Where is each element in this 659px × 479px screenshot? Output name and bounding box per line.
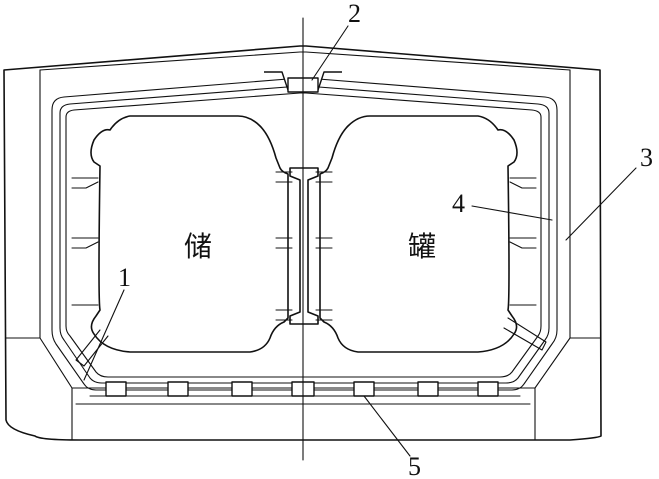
port-lower-support: [75, 329, 109, 367]
label-5: 5: [408, 452, 421, 479]
tank-label-left: 储: [184, 230, 212, 263]
port-bilge: [39, 337, 73, 389]
starboard-bilge: [534, 337, 571, 389]
right-tank-rings: [315, 171, 537, 321]
tank-label-right: 罐: [408, 230, 436, 263]
insulation-inner: [59, 85, 550, 384]
leader-4: [471, 205, 553, 221]
label-2: 2: [348, 0, 361, 28]
starboard-lower-support: [503, 317, 547, 351]
left-tank: [90, 115, 289, 353]
bottom-supports: [89, 381, 521, 397]
insulation-liner: [65, 92, 542, 378]
insulation-outer: [51, 77, 558, 391]
right-tank: [319, 115, 518, 353]
leader-3: [565, 167, 637, 241]
label-1: 1: [118, 263, 131, 292]
leader-2: [311, 25, 349, 81]
leader-1: [83, 289, 125, 381]
label-4: 4: [452, 189, 465, 218]
label-3: 3: [640, 143, 653, 172]
center-bulkhead: [289, 167, 319, 325]
leader-5: [363, 395, 411, 457]
outer-hull: [3, 45, 602, 441]
left-tank-rings: [71, 171, 293, 321]
